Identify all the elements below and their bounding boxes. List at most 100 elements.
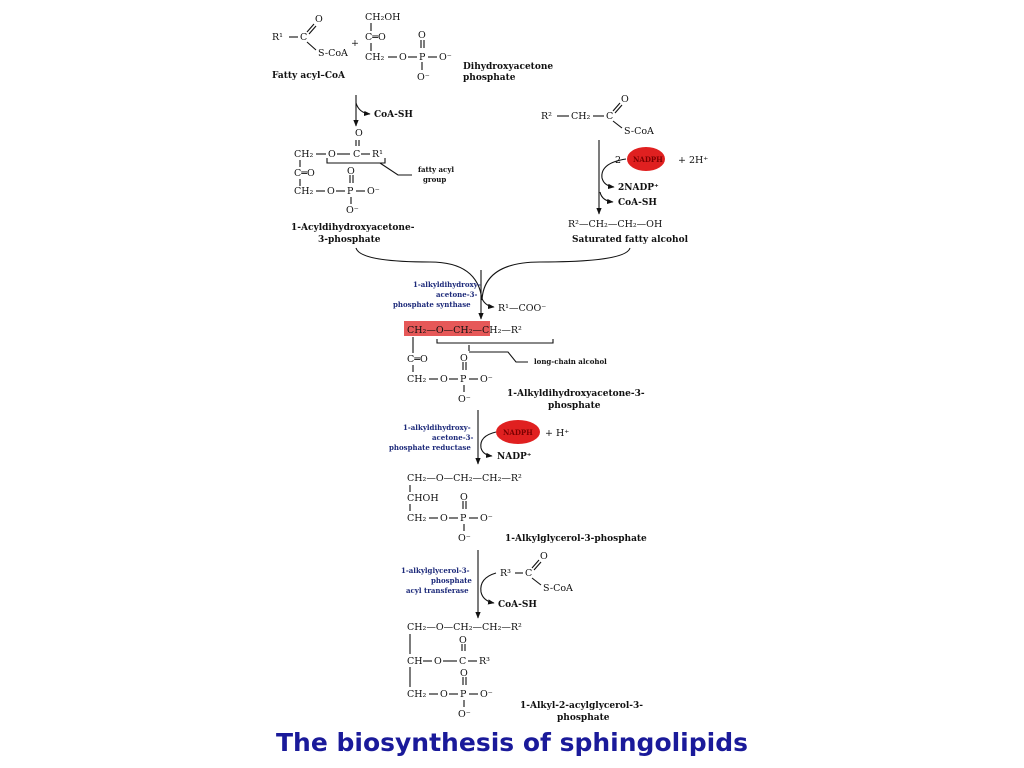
r2-ch2: CH₂ bbox=[571, 111, 591, 122]
acyl-p-o: O bbox=[347, 166, 355, 177]
alkyl-acyl-op: O bbox=[440, 689, 448, 700]
nadph-badge-2 bbox=[496, 420, 540, 444]
r2-label: R² bbox=[541, 111, 552, 122]
alkyl-dhap-p-o: O bbox=[460, 353, 468, 364]
alkyl-g3p-ominus2: O⁻ bbox=[458, 533, 471, 544]
alkyl-g3p-p: P bbox=[460, 513, 467, 524]
dihydroxyacetone-phosphate: CH₂OH C═O CH₂ O P O O⁻ O⁻ Dihydroxyaceto… bbox=[365, 12, 553, 83]
r3-acyl-coa: R³ C O S-CoA bbox=[500, 551, 573, 594]
alkyl-acyl-label-1: 1-Alkyl-2-acylglycerol-3- bbox=[520, 701, 643, 711]
acyl-p: P bbox=[347, 186, 354, 197]
alkyl-acyl-top-chain: CH₂—O—CH₂—CH₂—R² bbox=[407, 622, 522, 633]
acyl-ch2-bottom: CH₂ bbox=[294, 186, 314, 197]
enzyme-synthase: 1-alkyldihydroxy- acetone-3- phosphate s… bbox=[393, 280, 481, 309]
alkyl-acyl-label-2: phosphate bbox=[557, 713, 610, 723]
coa-sh-release-3: CoA-SH bbox=[498, 600, 537, 610]
enzyme3-line1: 1-alkylglycerol-3- bbox=[401, 566, 470, 575]
r2-acyl-coa: R² CH₂ C O S-CoA bbox=[541, 94, 654, 137]
r1-label: R¹ bbox=[272, 32, 283, 43]
dhap-p-ominus2: O⁻ bbox=[417, 72, 430, 83]
alkyl-acyl-ominus2: O⁻ bbox=[458, 709, 471, 720]
alkyl-acyl-p: P bbox=[460, 689, 467, 700]
acyl-o-top: O bbox=[355, 128, 363, 139]
alkyl-dhap-carbonyl: C═O bbox=[407, 354, 428, 365]
fatty-alcohol-label: Saturated fatty alcohol bbox=[572, 235, 689, 245]
dhap-p-ominus: O⁻ bbox=[439, 52, 452, 63]
converge-right bbox=[481, 247, 631, 301]
r3-c: C bbox=[525, 568, 532, 579]
alkyl-acyl-c-o: O bbox=[459, 635, 467, 646]
alkyl-g3p-p-o: O bbox=[460, 492, 468, 503]
r1-coo-release: R¹—COO⁻ bbox=[498, 303, 546, 314]
alkyl-acyl-p-o: O bbox=[460, 668, 468, 679]
acyl-p-ominus: O⁻ bbox=[367, 186, 380, 197]
acyl-dhap-label-1: 1-Acyldihydroxyacetone- bbox=[291, 223, 415, 233]
alkyl-g3p-label: 1-Alkylglycerol-3-phosphate bbox=[505, 534, 647, 544]
alkyl-g3p-o: O bbox=[440, 513, 448, 524]
alkyl-dhap-label-1: 1-Alkyldihydroxyacetone-3- bbox=[507, 389, 645, 399]
alkyl-dhap-ominus2: O⁻ bbox=[458, 394, 471, 405]
alkyl-acyl-ominus: O⁻ bbox=[480, 689, 493, 700]
fatty-acyl-coa-label: Fatty acyl–CoA bbox=[272, 71, 346, 81]
oxygen-label: O bbox=[315, 14, 323, 25]
r3-o: O bbox=[540, 551, 548, 562]
dhap-label-2: phosphate bbox=[463, 73, 516, 83]
acyl-o-ester: O bbox=[328, 149, 336, 160]
acyl-dhap-label-2: 3-phosphate bbox=[318, 235, 381, 245]
fatty-acyl-coa: R¹ C O S-CoA Fatty acyl–CoA bbox=[272, 14, 348, 81]
acyl-ch2-top: CH₂ bbox=[294, 149, 314, 160]
acyl-c: C bbox=[353, 149, 360, 160]
enzyme-reductase: 1-alkyldihydroxy- acetone-3- phosphate r… bbox=[389, 423, 473, 452]
converge-left bbox=[355, 247, 483, 301]
alkyl-acyl-c: C bbox=[459, 656, 466, 667]
alkyl-g3p-top-chain: CH₂—O—CH₂—CH₂—R² bbox=[407, 473, 522, 484]
dhap-o: O bbox=[399, 52, 407, 63]
alkyldihydroxyacetone-phosphate: CH₂—O—CH₂—CH₂—R² long-chain alcohol C═O … bbox=[407, 325, 645, 411]
ether-bond-highlight bbox=[404, 321, 490, 336]
nadp-release-2: NADP⁺ bbox=[497, 452, 532, 462]
alkyl-dhap-ch2: CH₂ bbox=[407, 374, 427, 385]
plus-h: + H⁺ bbox=[545, 428, 569, 439]
enzyme2-line3: phosphate reductase bbox=[389, 443, 471, 452]
carbon-label: C bbox=[300, 32, 307, 43]
enzyme2-line1: 1-alkyldihydroxy- bbox=[403, 423, 471, 432]
dhap-carbonyl: C═O bbox=[365, 32, 386, 43]
r3-scoa: S-CoA bbox=[543, 583, 573, 594]
r2-scoa: S-CoA bbox=[624, 126, 654, 137]
acyl-carbonyl: C═O bbox=[294, 168, 315, 179]
dhap-ch2oh: CH₂OH bbox=[365, 12, 400, 23]
alkyl-acyl-ch2: CH₂ bbox=[407, 689, 427, 700]
enzyme2-line2: acetone-3- bbox=[432, 433, 473, 442]
coa-sh-release-1: CoA-SH bbox=[374, 110, 413, 120]
r3-label: R³ bbox=[500, 568, 511, 579]
enzyme1-line2: acetone-3- bbox=[436, 290, 477, 299]
alkyl-dhap-o: O bbox=[440, 374, 448, 385]
enzyme1-line3: phosphate synthase bbox=[393, 300, 471, 309]
alkyl-acyl-o: O bbox=[434, 656, 442, 667]
r2-o: O bbox=[621, 94, 629, 105]
plus-2h: + 2H⁺ bbox=[678, 155, 708, 166]
coa-sh-release-2: CoA-SH bbox=[618, 198, 657, 208]
alkyl-g3p-ominus: O⁻ bbox=[480, 513, 493, 524]
enzyme-transferase: 1-alkylglycerol-3- phosphate acyl transf… bbox=[401, 566, 472, 595]
alkyl-g3p-choh: CHOH bbox=[407, 493, 439, 504]
alkyl-g3p-ch2: CH₂ bbox=[407, 513, 427, 524]
acyl-o-phosphate: O bbox=[327, 186, 335, 197]
fatty-acyl-group-label-2: group bbox=[423, 175, 446, 184]
alkyl-acylglycerol-phosphate: CH₂—O—CH₂—CH₂—R² CH O C O R³ CH₂ O P O O… bbox=[407, 622, 643, 723]
enzyme3-line2: phosphate bbox=[431, 576, 472, 585]
scoa-label: S-CoA bbox=[318, 48, 348, 59]
alkyl-dhap-label-2: phosphate bbox=[548, 401, 601, 411]
long-chain-alcohol-label: long-chain alcohol bbox=[534, 357, 607, 366]
alkyl-dhap-p: P bbox=[460, 374, 467, 385]
dhap-p-o: O bbox=[418, 30, 426, 41]
nadph-text-1: NADPH bbox=[633, 155, 663, 164]
nadp-release-1: 2NADP⁺ bbox=[618, 183, 659, 193]
dhap-p: P bbox=[419, 52, 426, 63]
dhap-label-1: Dihydroxyacetone bbox=[463, 62, 553, 72]
fatty-alcohol-formula: R²—CH₂—CH₂—OH bbox=[568, 219, 662, 230]
nadph-text-2: NADPH bbox=[503, 428, 533, 437]
alkyl-dhap-ominus: O⁻ bbox=[480, 374, 493, 385]
dhap-ch2: CH₂ bbox=[365, 52, 385, 63]
